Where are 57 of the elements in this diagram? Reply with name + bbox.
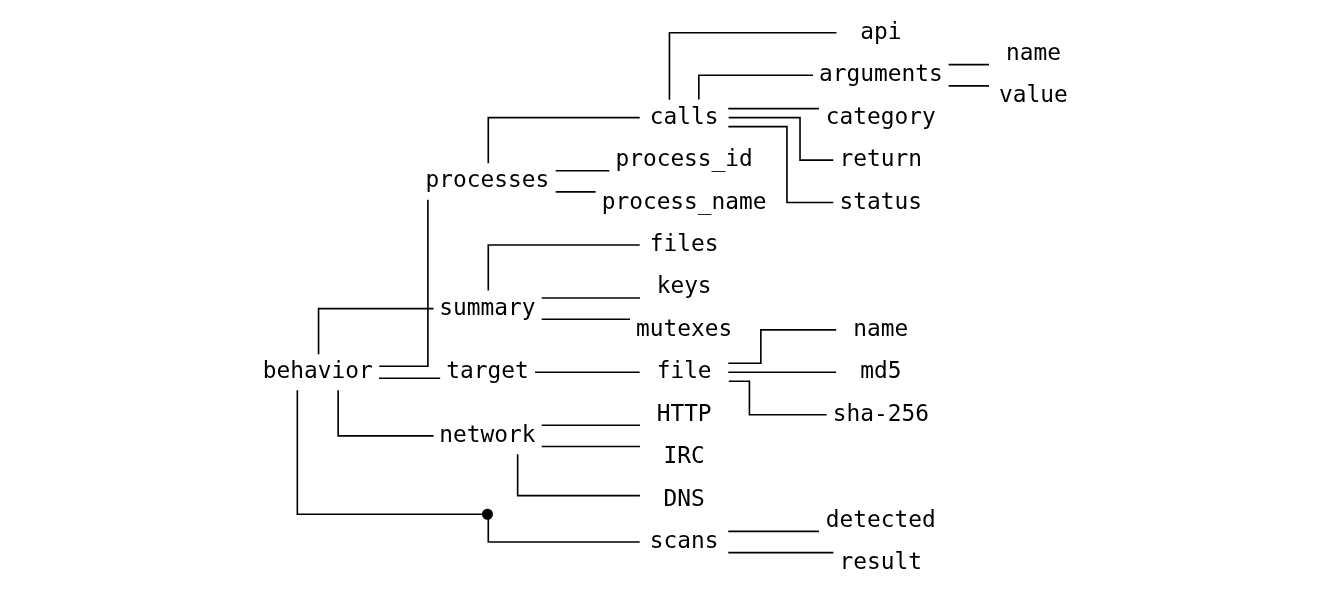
connector [317, 307, 435, 355]
node-text: mutexes [636, 314, 733, 341]
node-text: md5 [860, 357, 902, 384]
node-text: name [1005, 39, 1061, 66]
node-text: process_id [615, 145, 753, 172]
node-text: DNS [663, 484, 705, 511]
connector [540, 297, 641, 299]
connector [727, 530, 820, 533]
node-text: status [839, 187, 923, 214]
connector [727, 329, 837, 365]
node-text: scans [649, 527, 719, 554]
node-text: HTTP [656, 399, 712, 426]
node-text: calls [649, 102, 719, 129]
connector [378, 377, 441, 380]
node-text: IRC [663, 442, 705, 469]
node-text: arguments [818, 60, 943, 87]
node-text: target [446, 357, 529, 384]
connector [487, 244, 641, 292]
connector [516, 453, 641, 497]
connector [337, 389, 435, 437]
node-text: behavior [262, 357, 373, 384]
node-text: file [656, 357, 712, 384]
connector [727, 551, 835, 554]
connector [727, 107, 820, 110]
connector [487, 518, 641, 543]
connector [540, 318, 631, 321]
node-text: network [439, 420, 536, 447]
connector [487, 116, 641, 165]
node-text: result [839, 548, 923, 575]
node-text: files [649, 230, 719, 256]
connector [554, 191, 597, 193]
connector [540, 424, 641, 427]
node-text: category [825, 102, 936, 129]
node-text: process_name [601, 187, 767, 214]
connector [727, 380, 828, 416]
node-text: detected [825, 505, 936, 532]
connector [378, 198, 429, 368]
node-text: value [999, 81, 1068, 108]
node-text: sha-256 [832, 399, 929, 426]
node-text: api [860, 17, 902, 44]
connector [554, 169, 611, 172]
connector [296, 389, 484, 516]
connector [727, 116, 835, 161]
connector [668, 31, 838, 101]
connector [727, 371, 837, 374]
connector [947, 85, 990, 87]
connector [727, 125, 835, 204]
node-text: summary [439, 293, 536, 320]
node-text: return [839, 145, 923, 172]
connector [698, 74, 814, 101]
connector [947, 63, 990, 66]
node-text: processes [425, 166, 550, 193]
connector [540, 445, 641, 448]
node-text: keys [656, 272, 712, 299]
node-text: name [853, 314, 909, 341]
connector [534, 371, 641, 374]
node-point [481, 508, 493, 520]
